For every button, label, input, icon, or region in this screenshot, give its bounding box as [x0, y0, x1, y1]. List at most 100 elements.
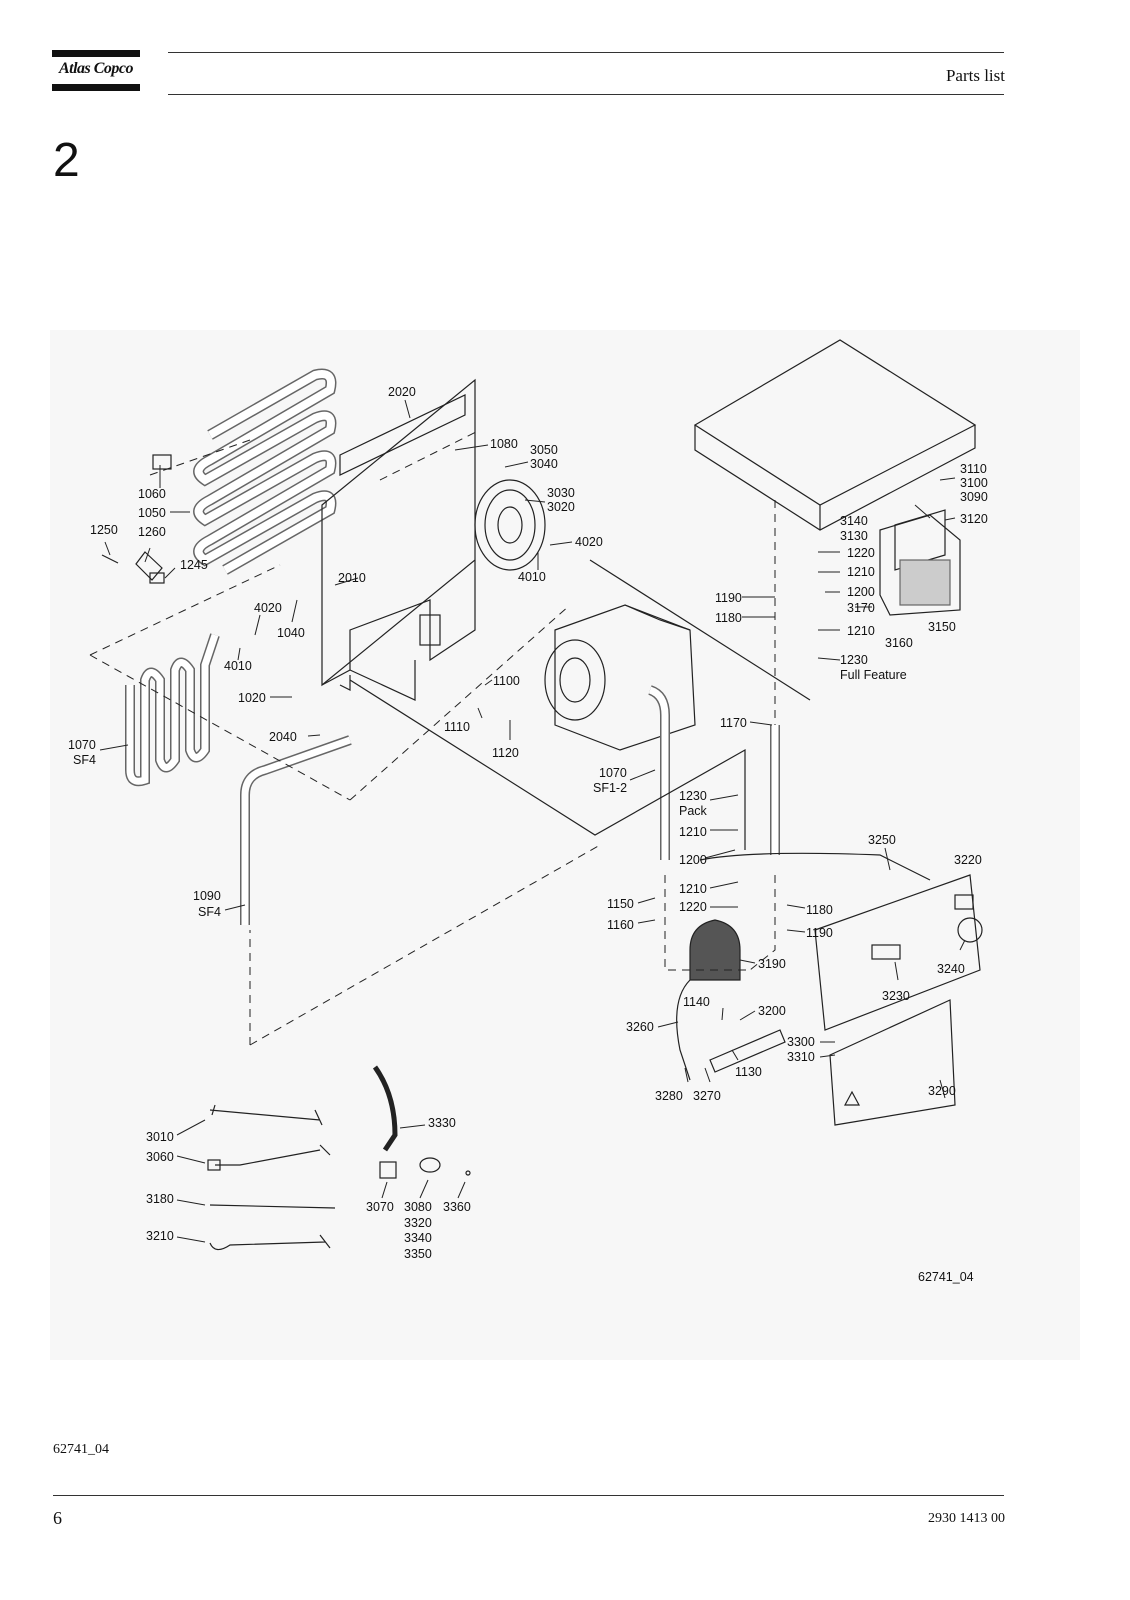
- callout-3180: 3180: [146, 1192, 174, 1206]
- valve-3190: [689, 919, 741, 981]
- callout-3310: 3310: [787, 1050, 815, 1064]
- callout-1180-low: 1180: [806, 903, 833, 917]
- callout-3170: 3170: [847, 601, 875, 615]
- callout-1070-mid: 1070: [599, 766, 627, 780]
- callout-3040: 3040: [530, 457, 558, 471]
- cable-sets-bottom-left: [207, 1065, 471, 1251]
- diagram-background: [50, 330, 1080, 1360]
- condenser-coil-1050: [193, 368, 337, 575]
- header-rule-top: [168, 52, 1004, 53]
- page-number: 6: [53, 1508, 62, 1528]
- callout-pack: Pack: [679, 804, 708, 818]
- callout-1090: 1090: [193, 889, 221, 903]
- callout-3190: 3190: [758, 957, 786, 971]
- figure-reference: 62741_04: [53, 1442, 109, 1457]
- callout-3210: 3210: [146, 1229, 174, 1243]
- callout-1080: 1080: [490, 437, 518, 451]
- front-panel-3290: [829, 999, 956, 1126]
- callout-1120: 1120: [492, 746, 519, 760]
- callout-3160: 3160: [885, 636, 913, 650]
- callout-1140: 1140: [683, 995, 710, 1009]
- callout-3050: 3050: [530, 443, 558, 457]
- callout-1250: 1250: [90, 523, 118, 537]
- callout-3110: 3110: [960, 462, 987, 476]
- callout-3360: 3360: [443, 1200, 471, 1214]
- bolt-1250: [101, 554, 119, 564]
- callout-3010: 3010: [146, 1130, 174, 1144]
- callout-1220-top: 1220: [847, 546, 875, 560]
- clamp-1060: [152, 454, 172, 470]
- callout-1040: 1040: [277, 626, 305, 640]
- callout-1200-mid: 1200: [679, 853, 707, 867]
- callout-2010: 2010: [338, 571, 366, 585]
- callout-3340: 3340: [404, 1231, 432, 1245]
- callout-1110: 1110: [444, 720, 470, 734]
- callout-1130: 1130: [735, 1065, 762, 1079]
- section-number: 2: [53, 134, 80, 187]
- callout-3070: 3070: [366, 1200, 394, 1214]
- callout-3020: 3020: [547, 500, 575, 514]
- callout-1190-low: 1190: [806, 926, 833, 940]
- callout-3130: 3130: [840, 529, 868, 543]
- callout-3250: 3250: [868, 833, 896, 847]
- callout-3150: 3150: [928, 620, 956, 634]
- assembly-dashed-lines: [89, 429, 776, 1046]
- callout-sf4-left: SF4: [73, 753, 96, 767]
- callout-3350: 3350: [404, 1247, 432, 1261]
- manifold-1130: [709, 1029, 786, 1073]
- callout-3120: 3120: [960, 512, 988, 526]
- callout-1230-pack: 1230: [679, 789, 707, 803]
- callout-4020-left: 4020: [254, 601, 282, 615]
- bracket-1260: [135, 551, 163, 581]
- callout-1160: 1160: [607, 918, 634, 932]
- callout-1210-top: 1210: [847, 565, 875, 579]
- callout-1230-top: 1230: [840, 653, 868, 667]
- logo-bar-top: [52, 50, 140, 57]
- callout-3140: 3140: [840, 514, 868, 528]
- callout-4010-right: 4010: [518, 570, 546, 584]
- callout-labels: 2020 1080 3050 3040 3030 3020 4020 4010 …: [68, 385, 988, 1261]
- callout-3220: 3220: [954, 853, 982, 867]
- callout-2040: 2040: [269, 730, 297, 744]
- line-1230-feature: [589, 559, 811, 701]
- callout-1260: 1260: [138, 525, 166, 539]
- callout-3230: 3230: [882, 989, 910, 1003]
- callout-2020: 2020: [388, 385, 416, 399]
- cover-top-right: [693, 339, 977, 531]
- callout-3290: 3290: [928, 1084, 956, 1098]
- logo-wordmark: Atlas Copco: [58, 60, 134, 77]
- exploded-parts-diagram: 2020 1080 3050 3040 3030 3020 4020 4010 …: [68, 339, 988, 1284]
- callout-1150: 1150: [607, 897, 634, 911]
- callout-1060: 1060: [138, 487, 166, 501]
- header-title: Parts list: [945, 66, 1005, 85]
- callout-3260: 3260: [626, 1020, 654, 1034]
- callout-3100: 3100: [960, 476, 988, 490]
- drawing-reference: 62741_04: [918, 1270, 974, 1284]
- callout-3330: 3330: [428, 1116, 456, 1130]
- warning-triangle-icon: [843, 1090, 861, 1106]
- header-rule-bottom: [168, 94, 1004, 95]
- controller-3150: [879, 509, 961, 616]
- callout-1220-low: 1220: [679, 900, 707, 914]
- callout-leaders: [99, 399, 966, 1243]
- callout-3080: 3080: [404, 1200, 432, 1214]
- callout-1190-top: 1190: [715, 591, 742, 605]
- atlas-copco-logo: Atlas Copco: [52, 50, 140, 94]
- frame-panel-2020: [321, 378, 476, 701]
- compressor-block: [544, 604, 696, 751]
- callout-sf4-bottom: SF4: [198, 905, 221, 919]
- callout-3280: 3280: [655, 1089, 683, 1103]
- callout-1245: 1245: [180, 558, 208, 572]
- callout-3300: 3300: [787, 1035, 815, 1049]
- fan-3020: [474, 479, 546, 571]
- callout-1210-low: 1210: [679, 882, 707, 896]
- callout-full-feature: Full Feature: [840, 668, 907, 682]
- cable-3260: [676, 979, 691, 1081]
- fitting-1245: [149, 572, 165, 584]
- cable-3250: [699, 852, 931, 881]
- callout-4010-left: 4010: [224, 659, 252, 673]
- callout-1020: 1020: [238, 691, 266, 705]
- callout-4020-right: 4020: [575, 535, 603, 549]
- callout-3030: 3030: [547, 486, 575, 500]
- callout-3090: 3090: [960, 490, 988, 504]
